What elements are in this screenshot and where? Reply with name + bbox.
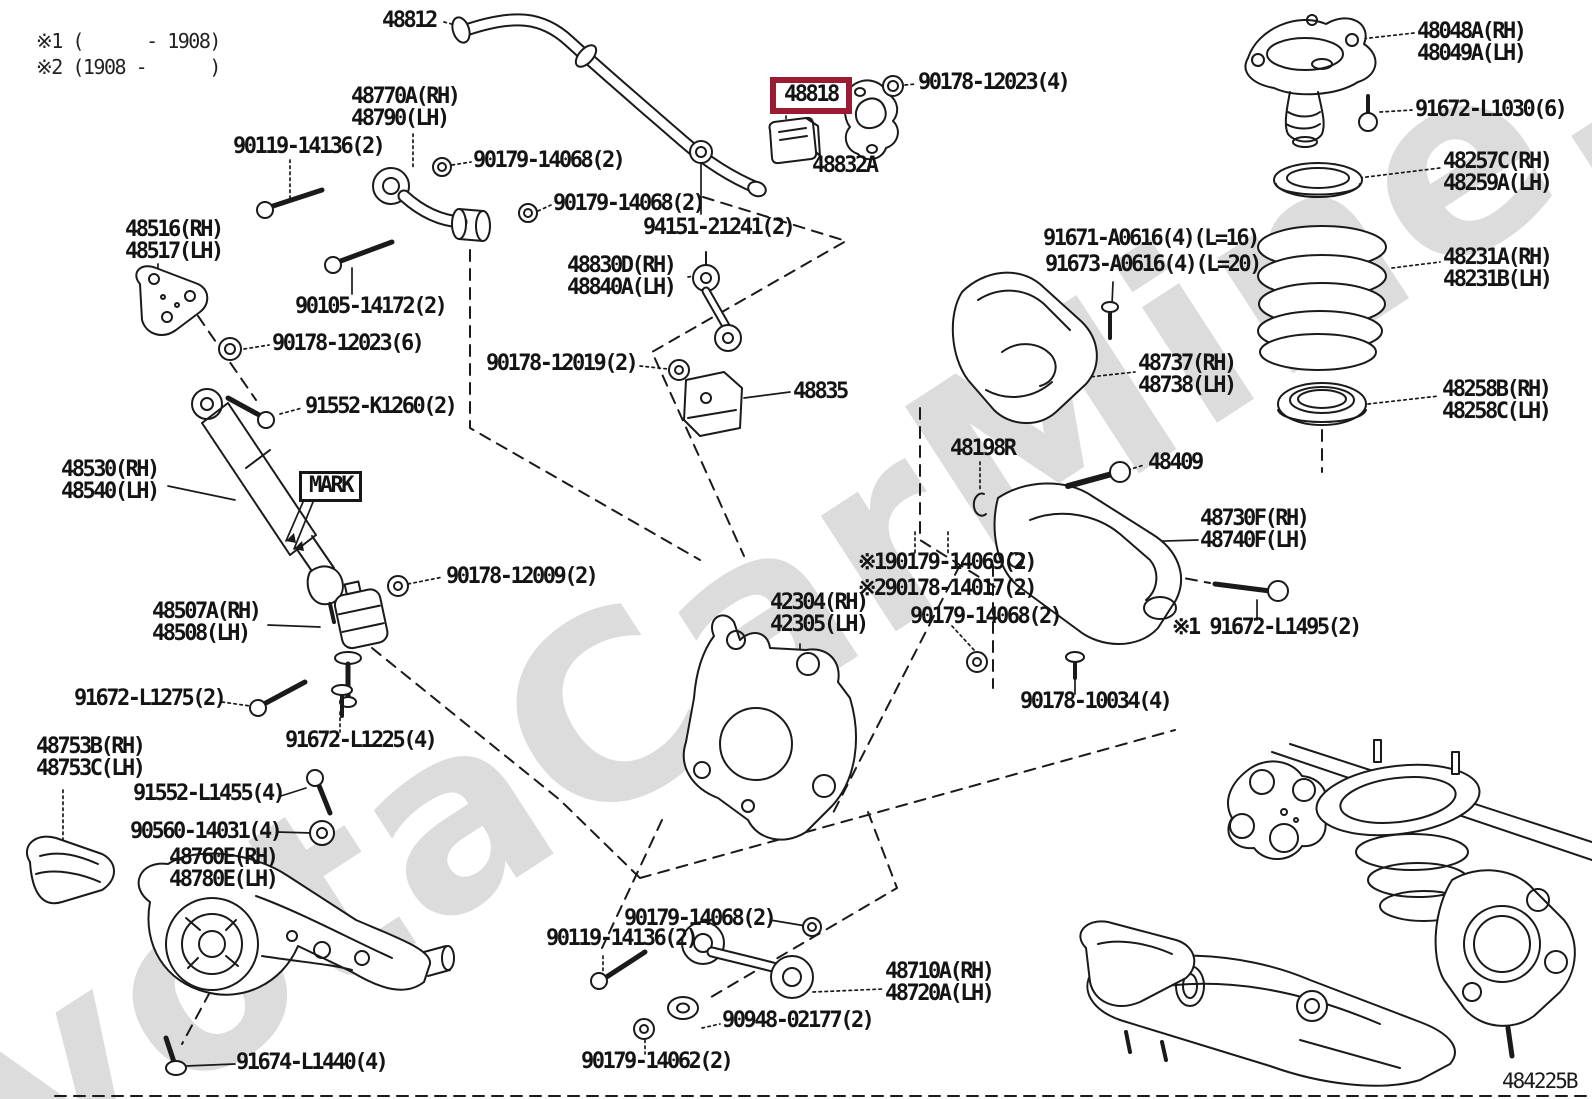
link-bracket-drawing (683, 371, 743, 437)
label-48835[interactable]: 48835 (793, 379, 849, 404)
label-90179-14062[interactable]: 90179-14062(2) (581, 1049, 734, 1074)
stabilizer-bar-drawing (451, 13, 767, 198)
label-note-1: ※1 ( - 1908) (36, 29, 221, 53)
label-mark: MARK (299, 471, 362, 502)
label-91671-a0616[interactable]: 91671-A0616(4)(L=16) (1043, 226, 1260, 251)
label-90105-14172[interactable]: 90105-14172(2) (295, 294, 448, 319)
label-90119-14136-a[interactable]: 90119-14136(2) (233, 134, 386, 159)
label-91673-a0616[interactable]: 91673-A0616(4)(L=20) (1045, 252, 1262, 277)
knuckle-drawing (682, 614, 857, 841)
label-48812[interactable]: 48812 (382, 8, 438, 33)
stabilizer-bushing-drawing (768, 116, 821, 165)
label-90948-02177[interactable]: 90948-02177(2) (722, 1008, 875, 1033)
label-48753b[interactable]: 48753B(RH)48753C(LH) (36, 734, 146, 781)
label-48710a[interactable]: 48710A(RH)48720A(LH) (885, 959, 995, 1006)
lower-arm-drawing (993, 482, 1183, 645)
label-90178-14017[interactable]: ※290178-14017(2) (858, 576, 1038, 601)
label-48730f[interactable]: 48730F(RH)48740F(LH) (1200, 506, 1310, 553)
fastener-drawings (163, 75, 1378, 1076)
label-90178-10034[interactable]: 90178-10034(4) (1020, 689, 1173, 714)
label-90179-14068-c[interactable]: 90179-14068(2) (910, 604, 1063, 629)
trailing-arm-cover-drawing (26, 835, 115, 905)
label-91672-l1495[interactable]: ※1 91672-L1495(2) (1172, 615, 1362, 640)
label-90179-14068-b[interactable]: 90179-14068(2) (553, 191, 706, 216)
spring-cover-drawing (951, 271, 1098, 425)
label-90178-12023-6[interactable]: 90178-12023(6) (272, 331, 425, 356)
upper-seat-drawing (1273, 162, 1363, 198)
label-90179-14069[interactable]: ※190179-14069(2) (858, 550, 1038, 575)
lower-seat-drawing (1277, 382, 1367, 426)
label-48530[interactable]: 48530(RH)48540(LH) (61, 457, 160, 504)
label-90178-12009[interactable]: 90178-12009(2) (446, 564, 599, 589)
label-48198r[interactable]: 48198R (950, 436, 1017, 461)
label-48048a[interactable]: 48048A(RH)48049A(LH) (1417, 19, 1527, 66)
label-48516[interactable]: 48516(RH)48517(LH) (125, 217, 224, 264)
label-90179-14068-d[interactable]: 90179-14068(2) (624, 906, 777, 931)
label-94151-21241[interactable]: 94151-21241(2) (643, 215, 796, 240)
lateral-rod-drawing (681, 921, 814, 999)
coil-spring-drawing (1257, 225, 1387, 371)
label-48770a[interactable]: 48770A(RH)48790(LH) (351, 84, 461, 131)
label-91552-l1455[interactable]: 91552-L1455(4) (133, 781, 286, 806)
label-91672-l1225[interactable]: 91672-L1225(4) (285, 728, 438, 753)
label-48258b[interactable]: 48258B(RH)48258C(LH) (1442, 377, 1552, 424)
label-48760e[interactable]: 48760E(RH)48780E(LH) (169, 845, 279, 892)
label-91672-l1030[interactable]: 91672-L1030(6) (1415, 97, 1568, 122)
label-48231a[interactable]: 48231A(RH)48231B(LH) (1443, 245, 1553, 292)
assembled-axle-drawing (1079, 739, 1592, 1087)
label-90179-14068-a[interactable]: 90179-14068(2) (473, 148, 626, 173)
label-90119-14136-b[interactable]: 90119-14136(2) (546, 926, 699, 951)
label-48507a[interactable]: 48507A(RH)48508(LH) (152, 599, 262, 646)
stabilizer-link-drawing (692, 251, 742, 352)
label-48257c[interactable]: 48257C(RH)48259A(LH) (1443, 149, 1553, 196)
label-91672-l1275[interactable]: 91672-L1275(2) (74, 686, 227, 711)
label-48737[interactable]: 48737(RH)48738(LH) (1138, 351, 1237, 398)
label-91552-k1260[interactable]: 91552-K1260(2) (305, 394, 458, 419)
label-48818[interactable]: 48818 (770, 77, 852, 114)
label-48830d[interactable]: 48830D(RH)48840A(LH) (567, 253, 677, 300)
label-90178-12023-4[interactable]: 90178-12023(4) (918, 70, 1071, 95)
upper-control-arm-drawing (372, 167, 491, 242)
dashed-construction-lines (54, 196, 1592, 1097)
trailing-arm-drawing (137, 852, 455, 996)
label-diagram-code: 484225B (1502, 1069, 1579, 1093)
shock-bracket-drawing (135, 265, 209, 336)
label-90560-14031[interactable]: 90560-14031(4) (130, 819, 283, 844)
label-note-2: ※2 (1908 - ) (36, 55, 221, 79)
label-48409[interactable]: 48409 (1148, 450, 1204, 475)
label-48832a[interactable]: 48832A (812, 153, 879, 178)
label-42304[interactable]: 42304(RH)42305(LH) (770, 590, 869, 637)
label-91674-l1440[interactable]: 91674-L1440(4) (236, 1050, 389, 1075)
support-drawing (1244, 14, 1377, 148)
label-90178-12019[interactable]: 90178-12019(2) (486, 351, 639, 376)
